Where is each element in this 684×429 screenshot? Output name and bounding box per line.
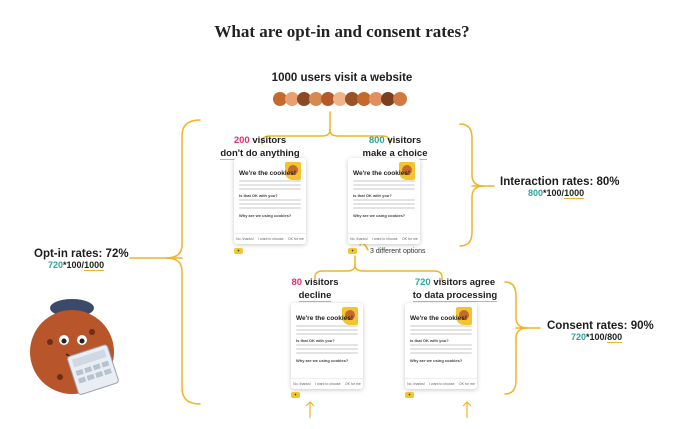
banner-choose-button[interactable]: I want to choose bbox=[258, 237, 284, 241]
options-label: 3 different options bbox=[370, 248, 426, 255]
banner-decline-button[interactable]: No, thanks! bbox=[350, 237, 368, 241]
click-badge-icon: ✦ bbox=[348, 248, 357, 254]
optin-rate: Opt-in rates: 72% 720*100/1000 bbox=[34, 248, 154, 271]
banner-question: Why are we using cookies? bbox=[239, 213, 292, 218]
branch-nothing-word: visitors bbox=[252, 135, 287, 146]
banner-heading: We're the cookies! bbox=[353, 170, 411, 177]
click-badge-icon: ✦ bbox=[234, 248, 243, 254]
cookie-calculator-icon bbox=[30, 299, 119, 395]
cookie-calculator-mascot bbox=[20, 292, 130, 402]
visit-label: 1000 users visit a website bbox=[271, 72, 413, 84]
cookie-mascot-icon bbox=[285, 162, 301, 180]
page-title: What are opt-in and consent rates? bbox=[214, 22, 470, 41]
banner-accept-button[interactable]: OK for me bbox=[287, 237, 304, 241]
banner-heading: We're the cookies! bbox=[410, 315, 468, 322]
branch-choice-count: 800 bbox=[368, 135, 385, 146]
consent-rate: Consent rates: 90% 720*100/800 bbox=[547, 320, 677, 343]
branch-agree-line2: to data processing bbox=[412, 290, 498, 302]
consent-rate-a: 720 bbox=[571, 332, 587, 342]
optin-rate-title: Opt-in rates: 72% bbox=[34, 248, 129, 260]
consent-rate-title: Consent rates: 90% bbox=[547, 320, 654, 332]
banner-decline-button[interactable]: No, thanks! bbox=[236, 237, 254, 241]
banner-decline-button[interactable]: No, thanks! bbox=[293, 382, 311, 386]
banner-question: Why are we using cookies? bbox=[296, 358, 349, 363]
consent-rate-b: 800 bbox=[607, 332, 623, 343]
optin-rate-mid: *100/ bbox=[63, 260, 85, 270]
interaction-rate-b: 1000 bbox=[564, 188, 585, 199]
branch-nothing-line2: don't do anything bbox=[220, 148, 300, 160]
interaction-rate-title: Interaction rates: 80% bbox=[500, 176, 620, 188]
consent-rate-mid: *100/ bbox=[586, 332, 608, 342]
cookie-mascot-icon bbox=[342, 307, 358, 325]
click-badge-icon: ✦ bbox=[405, 392, 414, 398]
cookie-mascot-icon bbox=[456, 307, 472, 325]
branch-nothing-count: 200 bbox=[233, 135, 250, 146]
interaction-rate-a: 800 bbox=[528, 188, 544, 198]
branch-choice-line2: make a choice bbox=[362, 148, 428, 160]
banner-question: Why are we using cookies? bbox=[410, 358, 463, 363]
branch-agree-word: visitors agree bbox=[433, 277, 496, 288]
banner-heading: We're the cookies! bbox=[296, 315, 354, 322]
banner-subheading: Is that OK with you? bbox=[296, 338, 335, 343]
cookie-banner-card: We're the cookies! Is that OK with you? … bbox=[405, 303, 477, 389]
click-badge-icon: ✦ bbox=[291, 392, 300, 398]
cookie-banner-card: We're the cookies! Is that OK with you? … bbox=[348, 158, 420, 244]
banner-subheading: Is that OK with you? bbox=[353, 193, 392, 198]
user-faces-icon bbox=[273, 92, 407, 106]
banner-accept-button[interactable]: OK for me bbox=[458, 382, 475, 386]
branch-decline-line2: decline bbox=[298, 290, 332, 302]
banner-heading: We're the cookies! bbox=[239, 170, 297, 177]
branch-decline-count: 80 bbox=[291, 277, 303, 288]
banner-subheading: Is that OK with you? bbox=[410, 338, 449, 343]
interaction-rate-mid: *100/ bbox=[543, 188, 565, 198]
banner-choose-button[interactable]: I want to choose bbox=[429, 382, 455, 386]
branch-nothing-label: 200 visitors don't do anything bbox=[215, 134, 305, 160]
branch-choice-word: visitors bbox=[387, 135, 422, 146]
branch-choice-label: 800 visitors make a choice bbox=[350, 134, 440, 160]
banner-choose-button[interactable]: I want to choose bbox=[315, 382, 341, 386]
banner-decline-button[interactable]: No, thanks! bbox=[407, 382, 425, 386]
cookie-banner-card: We're the cookies! Is that OK with you? … bbox=[234, 158, 306, 244]
branch-decline-label: 80 visitors decline bbox=[270, 276, 360, 302]
optin-rate-a: 720 bbox=[48, 260, 64, 270]
banner-subheading: Is that OK with you? bbox=[239, 193, 278, 198]
interaction-rate: Interaction rates: 80% 800*100/1000 bbox=[500, 176, 640, 199]
branch-decline-word: visitors bbox=[304, 277, 339, 288]
branch-agree-count: 720 bbox=[414, 277, 431, 288]
cookie-mascot-icon bbox=[399, 162, 415, 180]
banner-accept-button[interactable]: OK for me bbox=[344, 382, 361, 386]
cookie-banner-card: We're the cookies! Is that OK with you? … bbox=[291, 303, 363, 389]
optin-rate-b: 1000 bbox=[84, 260, 105, 271]
user-faces-row bbox=[272, 90, 412, 108]
banner-accept-button[interactable]: OK for me bbox=[401, 237, 418, 241]
banner-choose-button[interactable]: I want to choose bbox=[372, 237, 398, 241]
banner-question: Why are we using cookies? bbox=[353, 213, 406, 218]
branch-agree-label: 720 visitors agree to data processing bbox=[400, 276, 510, 302]
